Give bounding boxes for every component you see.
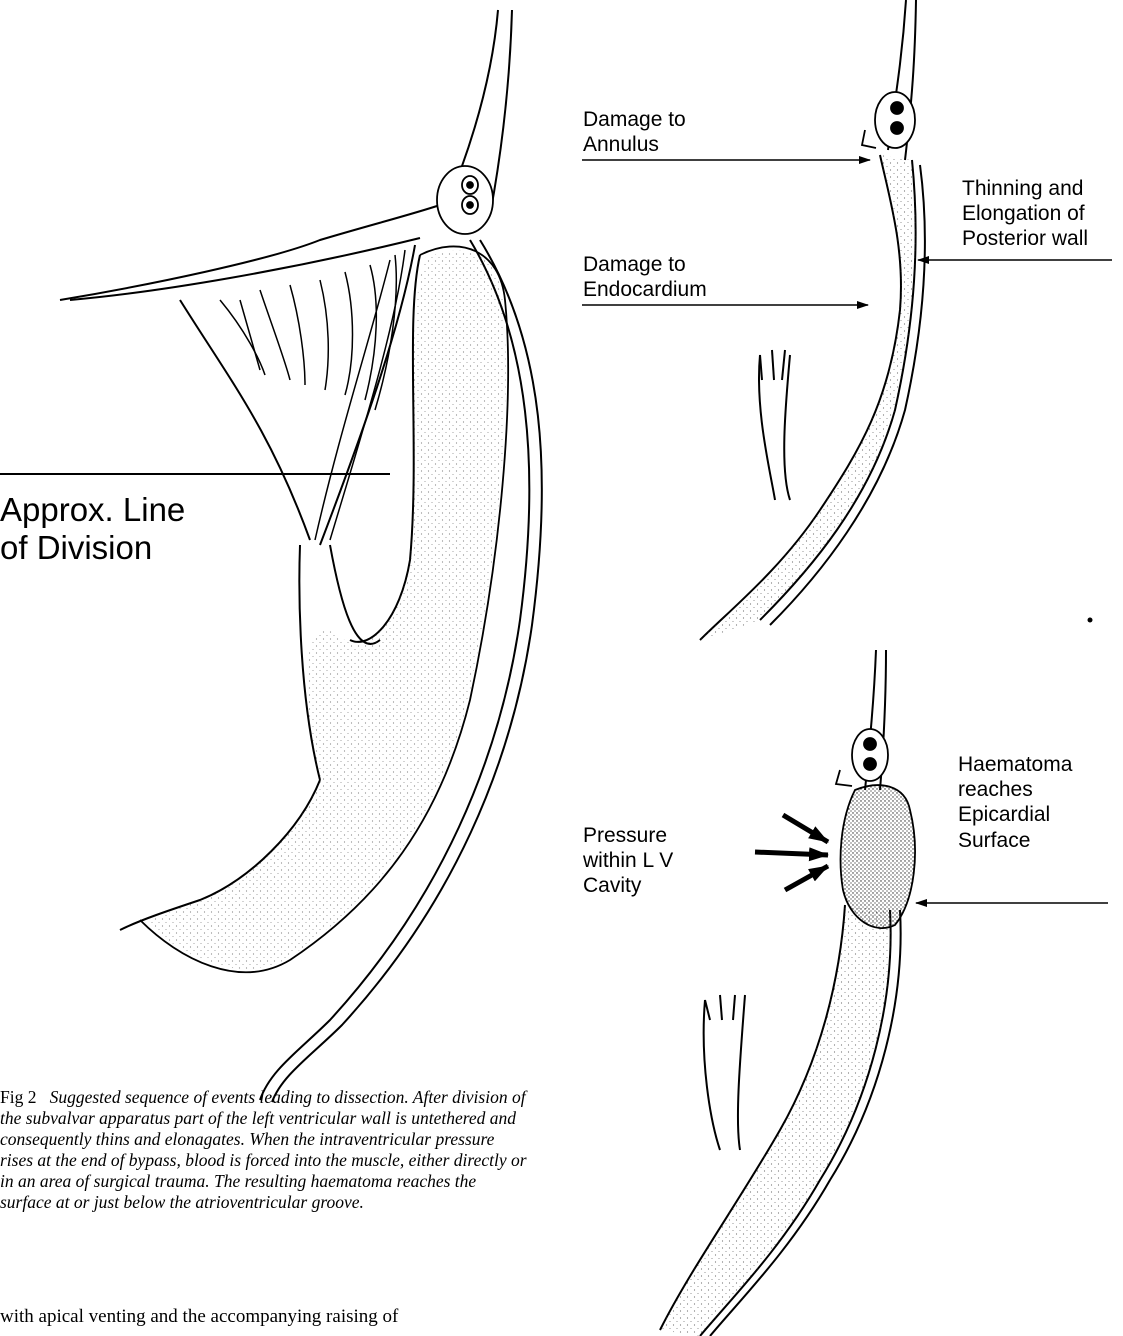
coronary-vessels-left <box>437 166 493 234</box>
thinning-label-3: Posterior wall <box>962 226 1088 251</box>
haematoma-label-3: Epicardial <box>958 802 1072 827</box>
coronary-vessels-bottom-right <box>836 729 888 786</box>
figure-caption: Fig 2 Suggested sequence of events leadi… <box>0 1087 530 1213</box>
thinning-label-2: Elongation of <box>962 201 1088 226</box>
stray-dot <box>1088 618 1093 623</box>
approx-line-label-2: of Division <box>0 529 185 567</box>
left-myocardium-stipple <box>145 251 506 969</box>
damage-endocardium-label: Damage to Endocardium <box>583 252 707 302</box>
thinning-label: Thinning and Elongation of Posterior wal… <box>962 176 1088 252</box>
haematoma-label: Haematoma reaches Epicardial Surface <box>958 752 1072 853</box>
pressure-label: Pressure within L V Cavity <box>583 823 673 899</box>
figure-number: Fig 2 <box>0 1087 36 1107</box>
thinning-label-1: Thinning and <box>962 176 1088 201</box>
damage-annulus-label: Damage to Annulus <box>583 107 686 157</box>
pressure-label-2: within L V <box>583 848 673 873</box>
top-right-myocardium-stipple <box>700 155 916 640</box>
pressure-arrow-lower <box>785 866 828 890</box>
bottom-right-myocardium-stipple <box>660 905 891 1336</box>
pressure-label-1: Pressure <box>583 823 673 848</box>
damage-endocardium-label-1: Damage to <box>583 252 707 277</box>
figure-caption-text: Suggested sequence of events leading to … <box>0 1087 527 1212</box>
damage-annulus-label-2: Annulus <box>583 132 686 157</box>
damage-annulus-label-1: Damage to <box>583 107 686 132</box>
chordae-fibres <box>220 250 405 540</box>
coronary-vessels-top-right <box>862 92 915 148</box>
haematoma-label-2: reaches <box>958 777 1072 802</box>
pressure-label-3: Cavity <box>583 873 673 898</box>
approx-line-label: Approx. Line of Division <box>0 491 185 568</box>
damage-endocardium-label-2: Endocardium <box>583 277 707 302</box>
approx-line-label-1: Approx. Line <box>0 491 185 529</box>
haematoma-label-4: Surface <box>958 828 1072 853</box>
body-text-line: with apical venting and the accompanying… <box>0 1306 398 1328</box>
pressure-arrow-middle <box>755 852 828 855</box>
haematoma-label-1: Haematoma <box>958 752 1072 777</box>
pressure-arrow-upper <box>783 815 828 842</box>
